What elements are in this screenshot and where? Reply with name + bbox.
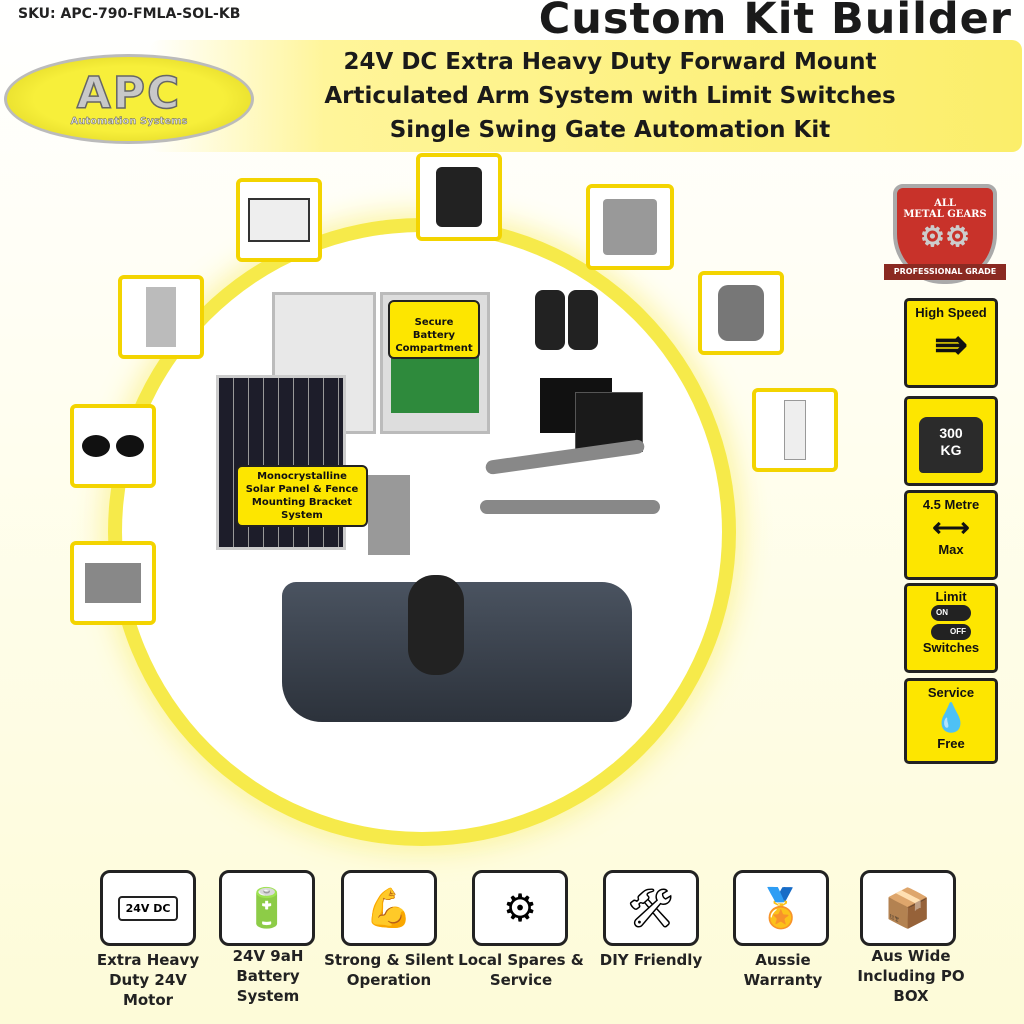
shield-text: METAL GEARS	[903, 209, 987, 220]
wrench-gear-icon: ⚙	[472, 870, 568, 946]
badge-length: 4.5 Metre ⟷ Max	[904, 490, 998, 580]
box-icon: 📦	[860, 870, 956, 946]
weight-icon: 300 KG	[919, 417, 983, 473]
thumb-controller	[236, 178, 322, 262]
battery-icon: 🔋	[219, 870, 315, 946]
muscle-icon: 💪	[341, 870, 437, 946]
battery-callout: Secure Battery Compartment	[388, 300, 480, 359]
badge-high-speed: High Speed ⇛	[904, 298, 998, 388]
motor-feature-icon: 24V DC	[100, 870, 196, 946]
feature-label: Extra Heavy Duty 24V Motor	[96, 951, 200, 1009]
title-line: Single Swing Gate Automation Kit	[389, 117, 831, 143]
badge-limit-switches: Limit ON OFF Switches	[904, 583, 998, 673]
badge-label: Free	[937, 736, 965, 751]
thumb-sensor-kit	[70, 541, 156, 625]
thumb-photo-beams	[70, 404, 156, 488]
feature-label: Aus Wide Including PO BOX	[857, 947, 965, 1005]
remote-1	[535, 290, 565, 350]
award-icon: 🏅	[733, 870, 829, 946]
title-line: 24V DC Extra Heavy Duty Forward Mount	[343, 49, 877, 75]
logo-subtitle: Automation Systems	[70, 115, 188, 127]
feature-label: Aussie Warranty	[743, 951, 823, 989]
badge-weight: 300 KG	[904, 396, 998, 486]
badge-label: Limit	[935, 589, 967, 604]
shield-text: ALL	[934, 198, 956, 209]
badge-label: Service	[927, 685, 975, 700]
badge-service: Service 💧 Free	[904, 678, 998, 764]
weight-value: 300	[939, 425, 963, 441]
logo-name: APC	[76, 67, 182, 119]
badge-label: Switches	[922, 640, 980, 655]
feature-label: DIY Friendly	[599, 951, 703, 969]
feature-label: 24V 9aH Battery System	[232, 947, 304, 1005]
badge-label: Max	[938, 542, 964, 557]
drop-icon: 💧	[933, 702, 969, 733]
gears-icon: ⚙⚙	[919, 220, 971, 253]
toggle-off-icon: OFF	[931, 624, 971, 640]
thumb-remote	[698, 271, 784, 355]
motor-icon: 24V DC	[117, 895, 179, 921]
mounting-bracket	[368, 475, 410, 555]
tools-icon: 🛠	[603, 870, 699, 946]
motor-release-knob	[408, 575, 464, 675]
articulated-arm	[480, 500, 660, 514]
weight-unit: KG	[940, 442, 962, 458]
feature-label: Local Spares & Service	[458, 951, 584, 989]
thumb-lock	[118, 275, 204, 359]
solar-callout: Monocrystalline Solar Panel & Fence Moun…	[236, 465, 368, 527]
arrow-icon: ⇛	[934, 323, 968, 367]
page-title: Custom Kit Builder	[538, 0, 1012, 44]
thumb-long-range-remote	[752, 388, 838, 472]
toggle-on-icon: ON	[931, 605, 971, 621]
title-banner	[150, 40, 1022, 152]
title-line: Articulated Arm System with Limit Switch…	[324, 83, 896, 109]
product-title: 24V DC Extra Heavy Duty Forward Mount Ar…	[260, 45, 960, 147]
feature-label: Strong & Silent Operation	[324, 951, 454, 989]
thumb-key-switch	[586, 184, 674, 270]
sku-label: SKU: APC-790-FMLA-SOL-KB	[18, 6, 241, 22]
badge-label: High Speed	[915, 305, 987, 320]
thumb-keypad	[416, 153, 502, 241]
apc-logo: APC Automation Systems	[4, 54, 254, 144]
badge-label: 4.5 Metre	[922, 497, 980, 512]
shield-ribbon: PROFESSIONAL GRADE	[884, 264, 1006, 280]
remote-2	[568, 290, 598, 350]
double-arrow-icon: ⟷	[932, 512, 970, 542]
